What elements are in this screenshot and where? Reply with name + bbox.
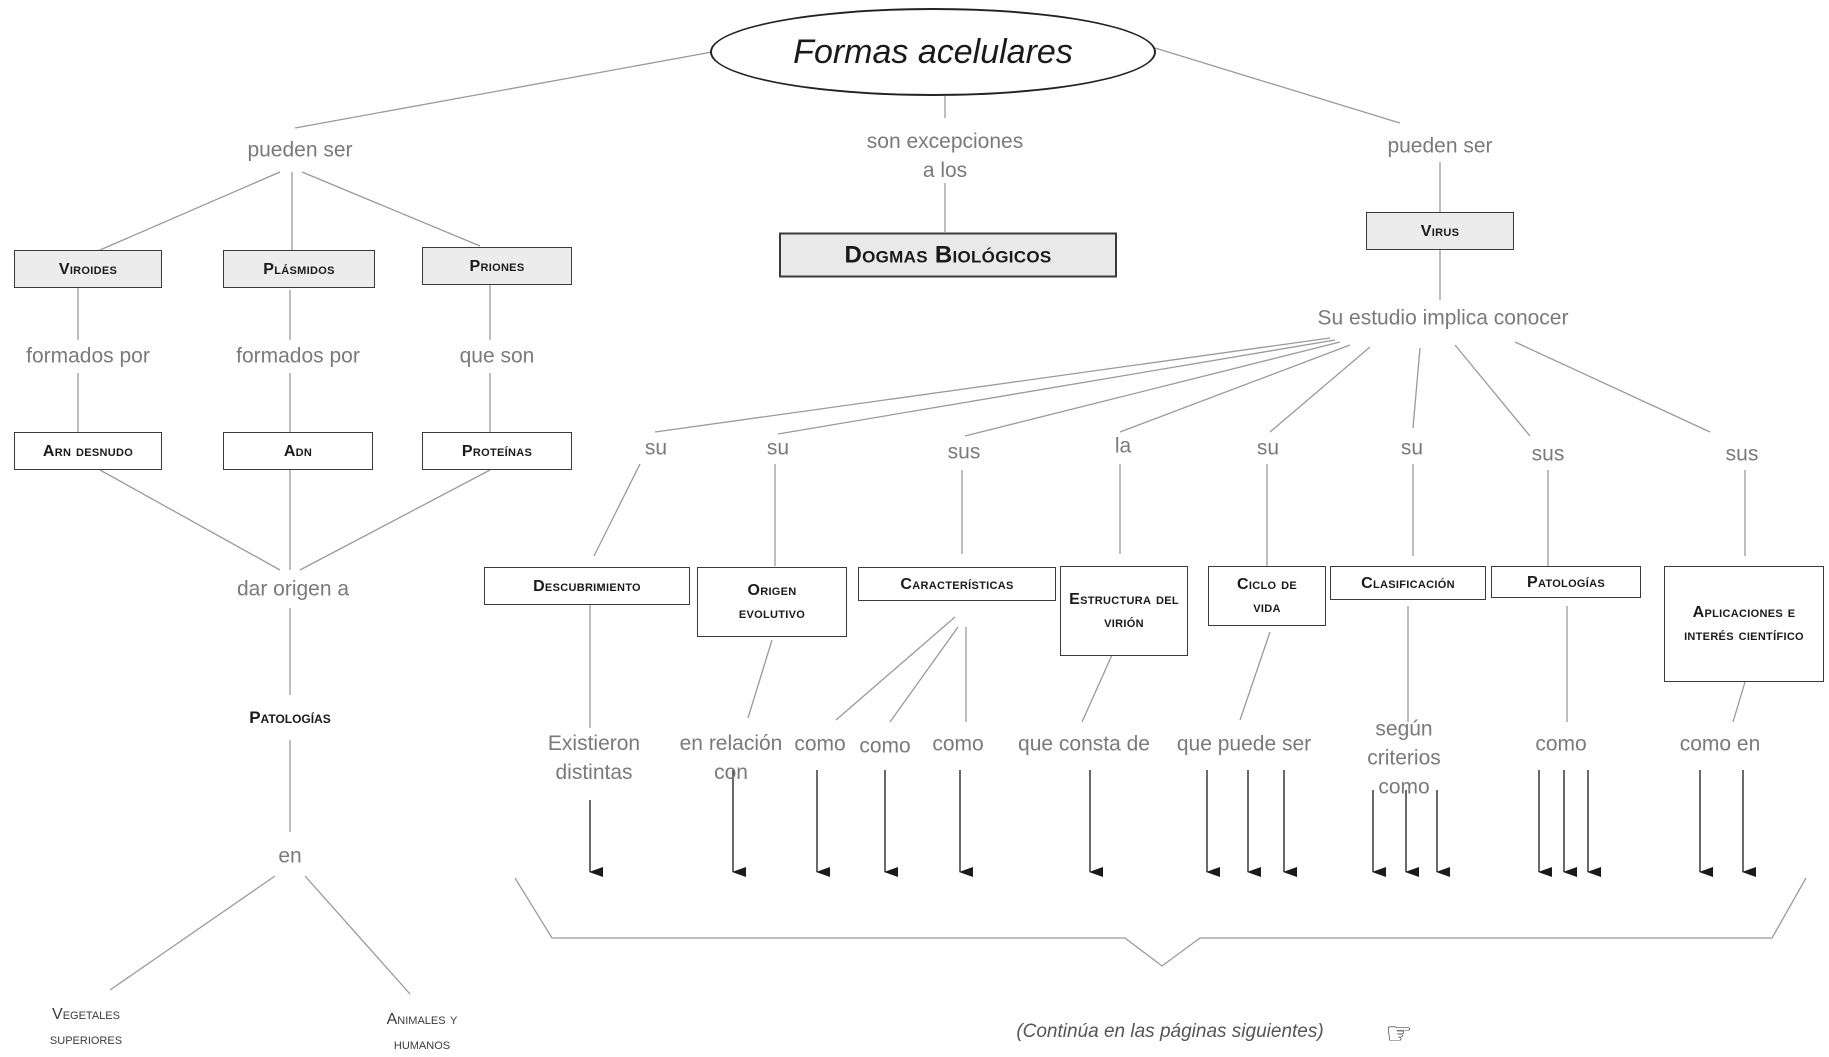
link-label-left: pueden ser bbox=[247, 138, 353, 162]
topic-aplicaciones: Aplicaciones e interés científico bbox=[1664, 566, 1824, 682]
topic-aplicaciones-text: Aplicaciones e interés científico bbox=[1684, 604, 1804, 644]
virus-text: Virus bbox=[1420, 222, 1460, 240]
topic-clasificacion: Clasificación bbox=[1330, 566, 1486, 600]
sub-ciclo: que puede ser bbox=[1176, 732, 1312, 756]
prefix-ciclo: su bbox=[1256, 436, 1280, 460]
topic-ciclo-vida-text: Ciclo de vida bbox=[1237, 576, 1297, 616]
priones-text: Priones bbox=[469, 257, 525, 275]
topic-caracteristicas-text: Características bbox=[900, 575, 1014, 593]
prefix-clasificacion: su bbox=[1400, 436, 1424, 460]
topic-descubrimiento: Descubrimiento bbox=[484, 567, 690, 605]
topic-origen-evolutivo: Origen evolutivo bbox=[697, 567, 847, 637]
footer-note: (Continúa en las páginas siguientes) bbox=[1016, 1021, 1324, 1042]
topic-estructura-virion: Estructura del virión bbox=[1060, 566, 1188, 656]
arn-node: Arn desnudo bbox=[14, 432, 162, 470]
sub-caracteristicas-1: como bbox=[794, 732, 846, 756]
prefix-estructura: la bbox=[1114, 434, 1132, 458]
dogmas-node: Dogmas Biológicos bbox=[779, 232, 1117, 278]
plasmidos-node: Plásmidos bbox=[223, 250, 375, 288]
prefix-patologias: sus bbox=[1531, 442, 1565, 466]
sub-caracteristicas-3: como bbox=[932, 732, 984, 756]
sub-descubrimiento: Existieron distintas bbox=[547, 732, 641, 784]
title-node: Formas acelulares bbox=[710, 8, 1156, 96]
prefix-origen: su bbox=[766, 436, 790, 460]
pointing-hand-icon: ☞ bbox=[1385, 1017, 1413, 1051]
topic-descubrimiento-text: Descubrimiento bbox=[533, 577, 641, 595]
priones-node: Priones bbox=[422, 247, 572, 285]
relation-viroides: formados por bbox=[26, 344, 150, 368]
topic-origen-evolutivo-text: Origen evolutivo bbox=[738, 582, 806, 622]
virus-node: Virus bbox=[1366, 212, 1514, 250]
arn-text: Arn desnudo bbox=[42, 442, 134, 460]
topic-clasificacion-text: Clasificación bbox=[1361, 574, 1455, 592]
sub-aplicaciones: como en bbox=[1679, 732, 1761, 756]
topic-patologias-text: Patologías bbox=[1526, 573, 1606, 591]
sub-caracteristicas-2: como bbox=[859, 734, 911, 758]
adn-node: Adn bbox=[223, 432, 373, 470]
sub-origen: en relación con bbox=[679, 732, 783, 784]
topic-estructura-virion-text: Estructura del virión bbox=[1069, 591, 1179, 631]
topic-caracteristicas: Características bbox=[858, 567, 1056, 601]
adn-text: Adn bbox=[283, 442, 313, 460]
patologias-left-node: Patologías bbox=[249, 708, 331, 727]
prefix-aplicaciones: sus bbox=[1725, 442, 1759, 466]
viroides-text: Viroides bbox=[58, 260, 118, 278]
link-label-right: pueden ser bbox=[1387, 134, 1493, 158]
sub-estructura: que consta de bbox=[1018, 732, 1150, 756]
proteinas-text: Proteínas bbox=[461, 442, 533, 460]
plasmidos-text: Plásmidos bbox=[263, 260, 335, 278]
relation-plasmidos: formados por bbox=[236, 344, 360, 368]
dogmas-text: Dogmas Biológicos bbox=[844, 241, 1052, 269]
relation-priones: que son bbox=[459, 344, 535, 368]
topic-ciclo-vida: Ciclo de vida bbox=[1208, 566, 1326, 626]
topic-patologias: Patologías bbox=[1491, 566, 1641, 598]
sub-clasificacion: según criterios como bbox=[1367, 717, 1441, 799]
title-text: Formas acelulares bbox=[793, 32, 1073, 71]
link-label-center: son excepciones a los bbox=[866, 130, 1024, 182]
in-label: en bbox=[278, 844, 302, 868]
target-animales: Animales y humanos bbox=[386, 1011, 458, 1053]
prefix-caracteristicas: sus bbox=[947, 440, 981, 464]
study-label: Su estudio implica conocer bbox=[1317, 306, 1569, 330]
join-label: dar origen a bbox=[236, 577, 350, 601]
prefix-descubrimiento: su bbox=[644, 436, 668, 460]
proteinas-node: Proteínas bbox=[422, 432, 572, 470]
viroides-node: Viroides bbox=[14, 250, 162, 288]
sub-patologias: como bbox=[1535, 732, 1587, 756]
target-vegetales: Vegetales superiores bbox=[49, 1006, 123, 1048]
